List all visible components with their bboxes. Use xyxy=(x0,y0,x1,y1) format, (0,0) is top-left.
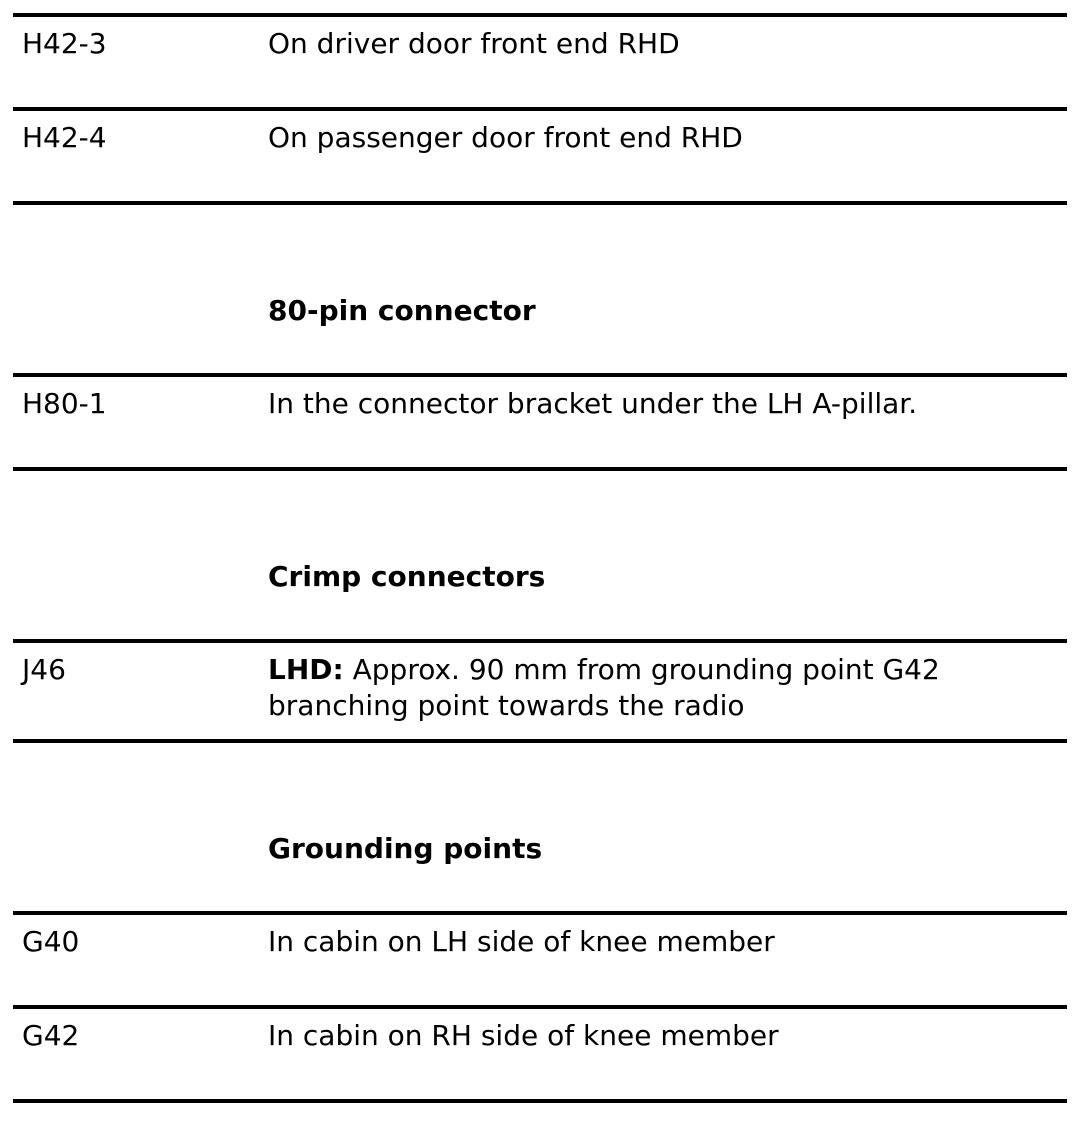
row-description: On passenger door front end RHD xyxy=(268,120,1067,186)
row-code: H80-1 xyxy=(22,387,107,420)
table-row: H42-3 On driver door front end RHD xyxy=(13,13,1067,107)
table-row: H42-4 On passenger door front end RHD xyxy=(13,107,1067,201)
description-text: On driver door front end RHD xyxy=(268,27,680,60)
row-group: J46 LHD: Approx. 90 mm from grounding poi… xyxy=(13,639,1067,743)
row-code: G42 xyxy=(22,1019,80,1052)
description-line: LHD: Approx. 90 mm from grounding point … xyxy=(268,652,1067,688)
table-sections: H42-3 On driver door front end RHD H42-4 On… xyxy=(13,13,1067,1103)
row-code: H42-4 xyxy=(22,121,107,154)
section-header: Grounding points xyxy=(268,832,543,865)
description-text: In cabin on RH side of knee member xyxy=(268,1019,779,1052)
description-text: branching point towards the radio xyxy=(268,689,745,722)
section-header: Crimp connectors xyxy=(268,560,546,593)
table-row: H80-1 In the connector bracket under the … xyxy=(13,373,1067,467)
description-line: On passenger door front end RHD xyxy=(268,120,1067,156)
row-description: In cabin on LH side of knee member xyxy=(268,924,1067,990)
description-line: On driver door front end RHD xyxy=(268,26,1067,62)
description-text: In cabin on LH side of knee member xyxy=(268,925,775,958)
row-code: G40 xyxy=(22,925,80,958)
connector-location-table: H42-3 On driver door front end RHD H42-4 On… xyxy=(13,13,1067,1103)
description-text: Approx. 90 mm from grounding point G42 xyxy=(343,653,940,686)
row-description: LHD: Approx. 90 mm from grounding point … xyxy=(268,652,1067,724)
description-text: LHD: xyxy=(268,653,344,686)
row-description: On driver door front end RHD xyxy=(268,26,1067,92)
description-line: In cabin on LH side of knee member xyxy=(268,924,1067,960)
row-description: In the connector bracket under the LH A-… xyxy=(268,386,1067,452)
row-group: H42-3 On driver door front end RHD H42-4 On… xyxy=(13,13,1067,205)
table-row: G42 In cabin on RH side of knee member xyxy=(13,1005,1067,1099)
description-text: In the connector bracket under the LH A-… xyxy=(268,387,918,420)
row-group: H80-1 In the connector bracket under the … xyxy=(13,373,1067,471)
section-header: 80-pin connector xyxy=(268,294,536,327)
row-code: J46 xyxy=(22,653,66,686)
row-description: In cabin on RH side of knee member xyxy=(268,1018,1067,1084)
description-line: In the connector bracket under the LH A-… xyxy=(268,386,1067,422)
row-code: H42-3 xyxy=(22,27,107,60)
description-text: On passenger door front end RHD xyxy=(268,121,743,154)
description-line: branching point towards the radio xyxy=(268,688,1067,724)
table-row: G40 In cabin on LH side of knee member xyxy=(13,911,1067,1005)
table-row: J46 LHD: Approx. 90 mm from grounding poi… xyxy=(13,639,1067,739)
description-line: In cabin on RH side of knee member xyxy=(268,1018,1067,1054)
